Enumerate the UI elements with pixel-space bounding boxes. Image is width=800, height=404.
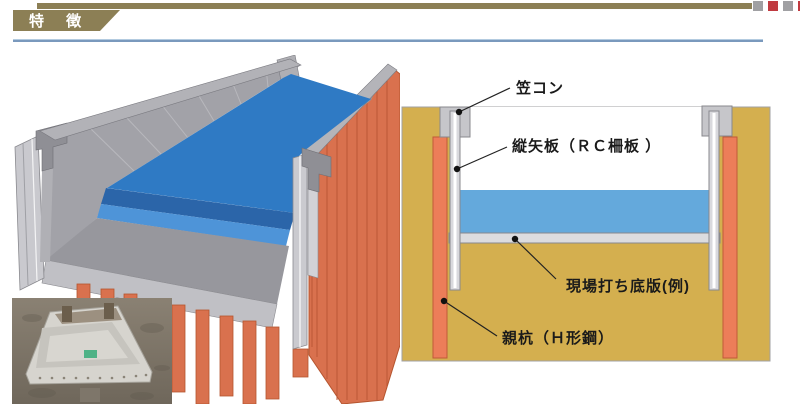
photo-ground-texture bbox=[22, 314, 170, 400]
photo-fitting-right bbox=[104, 303, 114, 319]
left-sheet-highlight bbox=[31, 138, 38, 282]
photo-panel-foot bbox=[80, 388, 100, 402]
left-wall-cut-band bbox=[40, 168, 53, 262]
right-pile-below-sheet bbox=[292, 348, 309, 378]
leader-lines bbox=[443, 87, 557, 337]
label-sheet-board: 縦矢板（ＲＣ柵板 ） bbox=[512, 138, 662, 155]
page-title: 特 徴 bbox=[29, 13, 91, 30]
header-accent-strip bbox=[37, 3, 752, 9]
left-sheet-joint bbox=[22, 142, 29, 286]
decor-square-red-1 bbox=[768, 1, 778, 11]
decor-square-red-2 bbox=[798, 1, 800, 11]
photo-bolt-holes bbox=[38, 373, 148, 380]
right-sheet-inner-strip bbox=[307, 188, 319, 279]
decor-square-gray-2 bbox=[783, 1, 793, 11]
photo-panel-floor bbox=[46, 330, 128, 362]
right-h-pile bbox=[722, 136, 738, 359]
header-divider-line bbox=[13, 39, 763, 42]
right-cap-end-face bbox=[301, 147, 332, 193]
bottom-slab-top bbox=[46, 218, 289, 304]
label-parent-pile: 親杭（Ｈ形鋼） bbox=[502, 330, 615, 347]
label-bottom-slab: 現場打ち底版(例) bbox=[566, 278, 690, 295]
water-surface bbox=[107, 74, 371, 213]
water-body bbox=[460, 190, 709, 233]
left-sheet-band bbox=[14, 135, 45, 291]
decor-square-gray-1 bbox=[753, 1, 763, 11]
leader-dots bbox=[440, 108, 519, 305]
left-h-pile bbox=[432, 136, 448, 359]
water-cut-face-dark bbox=[101, 188, 295, 230]
left-wall-cap-top bbox=[39, 58, 302, 141]
photo-fitting-left bbox=[62, 306, 72, 322]
channel-interior bbox=[460, 107, 709, 190]
photo-green-sticker bbox=[84, 350, 97, 358]
bottom-slab bbox=[448, 232, 721, 244]
water-cut-face-light bbox=[97, 204, 290, 246]
label-cap-concrete: 笠コン bbox=[516, 80, 565, 97]
panel-photo bbox=[12, 298, 172, 404]
cross-section-diagram bbox=[401, 87, 771, 362]
header-title-banner: 特 徴 bbox=[13, 10, 120, 31]
